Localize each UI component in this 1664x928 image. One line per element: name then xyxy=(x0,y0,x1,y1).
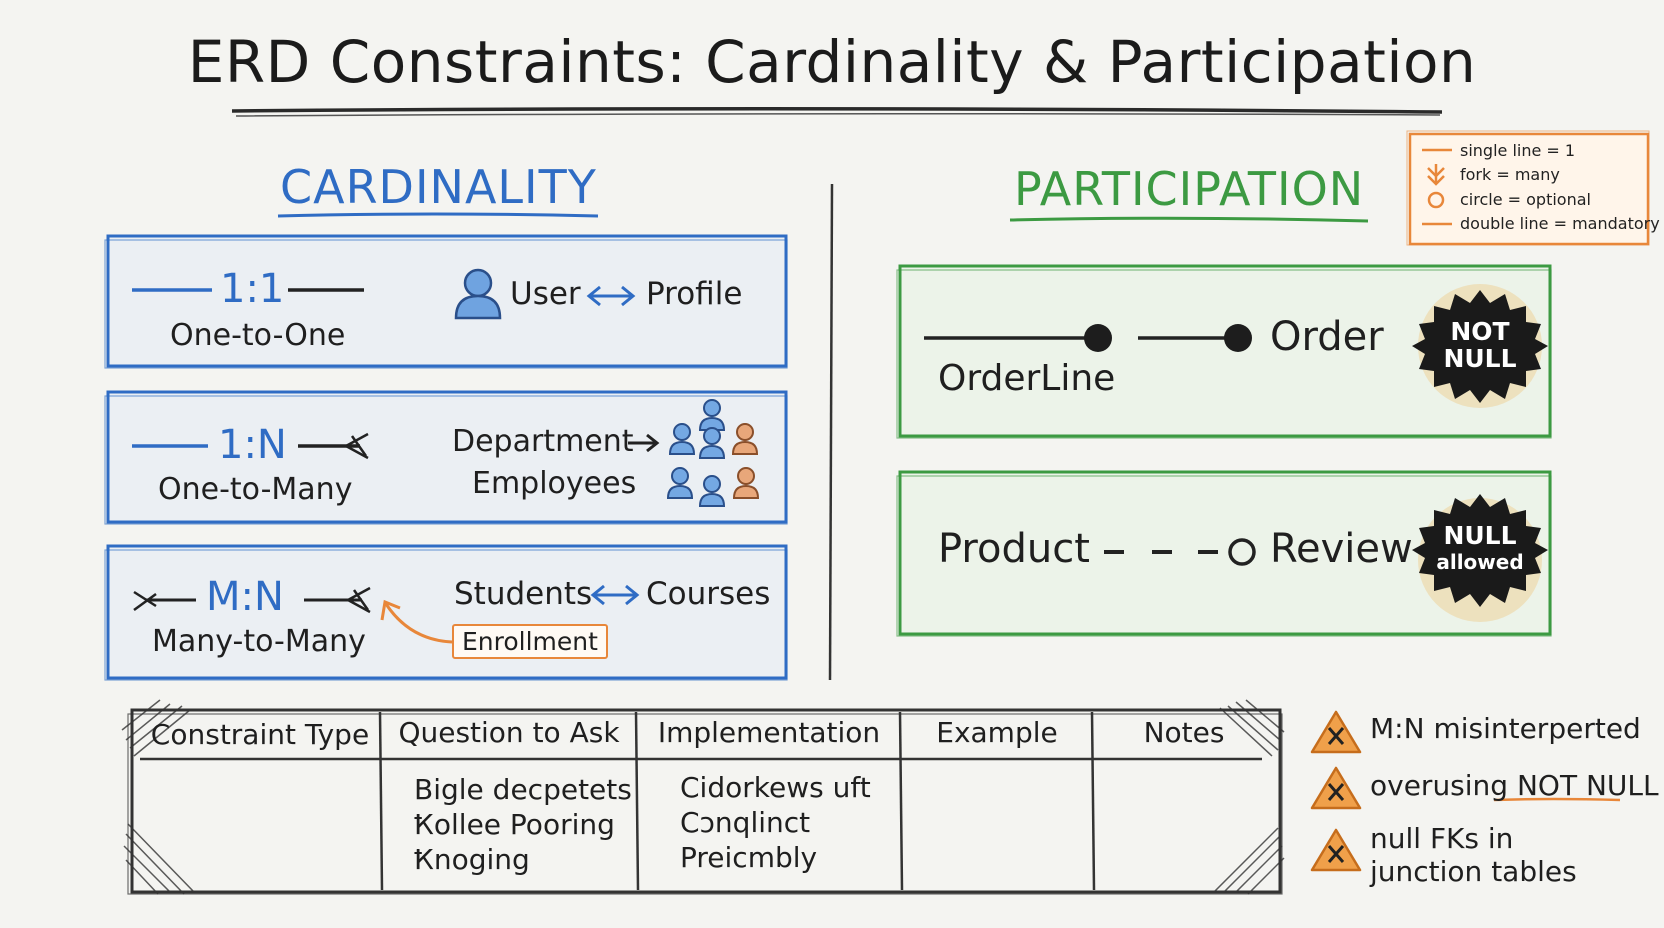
badge-line: allowed xyxy=(1436,550,1524,574)
curved-arrow-icon xyxy=(380,599,453,644)
not-null-badge-icon xyxy=(1412,290,1548,403)
page-title: ERD Constraints: Cardinality & Participa… xyxy=(187,28,1477,96)
crows-foot-icon xyxy=(345,432,369,460)
not-null-badge: NOT NULL xyxy=(1432,318,1528,372)
entity-students: Students xyxy=(454,576,593,612)
table-header: Question to Ask xyxy=(398,716,620,749)
table-cell: Bigle decpetets Ҟollee Pooring Ҟnoging xyxy=(414,773,632,876)
crows-foot-left-icon xyxy=(133,590,157,612)
entity-user: User xyxy=(510,276,581,312)
warning-icon-3 xyxy=(1310,828,1362,872)
junction-enrollment: Enrollment xyxy=(452,624,608,659)
warning-null-fks: null FKs in junction tables xyxy=(1370,822,1577,888)
cardinality-underline xyxy=(277,212,599,218)
null-allowed-badge-icon xyxy=(1412,494,1548,607)
legend-item-fork: fork = many xyxy=(1460,165,1560,184)
null-allowed-badge: NULL allowed xyxy=(1426,522,1534,576)
entity-courses: Courses xyxy=(646,576,771,612)
cardinality-heading: CARDINALITY xyxy=(280,160,597,214)
warning-icon-2 xyxy=(1310,766,1362,810)
fork-icon xyxy=(1427,164,1445,186)
warning-icon-1 xyxy=(1310,710,1362,754)
badge-line: NOT xyxy=(1450,317,1510,346)
participation-heading: PARTICIPATION xyxy=(1014,162,1365,216)
double-arrow-icon xyxy=(586,285,636,307)
legend-item-double-line: double line = mandatory xyxy=(1460,214,1660,233)
label-many-to-many: Many-to-Many xyxy=(152,624,366,659)
title-underline xyxy=(231,106,1443,114)
warning-text: overusing xyxy=(1370,769,1517,802)
symbol-MtoN: M:N xyxy=(206,574,284,620)
symbol-1toN: 1:N xyxy=(218,422,287,468)
warning-highlight: NOT NULL xyxy=(1516,769,1659,802)
entity-employees: Employees xyxy=(472,466,637,501)
table-cell: Cidorkews uft Cɔnqlinct Preicmbly xyxy=(680,771,871,874)
table-header: Example xyxy=(936,716,1058,749)
label-one-to-many: One-to-Many xyxy=(158,472,353,507)
legend-item-single-line: single line = 1 xyxy=(1460,141,1576,160)
badge-line: NULL xyxy=(1443,521,1517,550)
right-arrow-icon xyxy=(628,433,660,453)
entity-product: Product xyxy=(938,526,1090,572)
center-divider xyxy=(828,183,834,681)
cardinality-box-MtoN xyxy=(104,544,788,681)
double-arrow-icon-2 xyxy=(590,584,640,606)
entity-orderline: OrderLine xyxy=(938,358,1116,399)
entity-department: Department xyxy=(452,424,634,459)
label-one-to-one: One-to-One xyxy=(170,318,346,353)
warning-overusing-not-null: overusing NOT NULL xyxy=(1370,769,1659,802)
participation-underline xyxy=(1009,216,1369,223)
entity-order: Order xyxy=(1270,314,1384,360)
circle-icon xyxy=(1427,191,1445,209)
people-group-icon xyxy=(666,399,760,507)
cardinality-box-1toN xyxy=(104,390,788,525)
entity-review: Review xyxy=(1270,526,1413,572)
badge-line: NULL xyxy=(1443,344,1517,373)
table-header: Notes xyxy=(1143,716,1225,749)
user-icon xyxy=(454,268,502,320)
table-header: Implementation xyxy=(657,716,881,749)
legend-item-circle: circle = optional xyxy=(1460,190,1591,209)
summary-table-frame xyxy=(121,699,1285,895)
symbol-1to1: 1:1 xyxy=(220,266,285,312)
optional-circle-icon xyxy=(1228,538,1256,566)
cardinality-box-1to1 xyxy=(104,234,788,369)
table-header: Constraint Type xyxy=(150,718,370,751)
warning-mn-misinterpreted: M:N misinterperted xyxy=(1370,712,1641,745)
mandatory-dot-icon xyxy=(1084,324,1112,352)
entity-profile: Profile xyxy=(646,276,743,312)
mandatory-dot-icon-2 xyxy=(1224,324,1252,352)
legend-box xyxy=(1406,130,1650,246)
crows-foot-right-icon xyxy=(347,586,371,614)
